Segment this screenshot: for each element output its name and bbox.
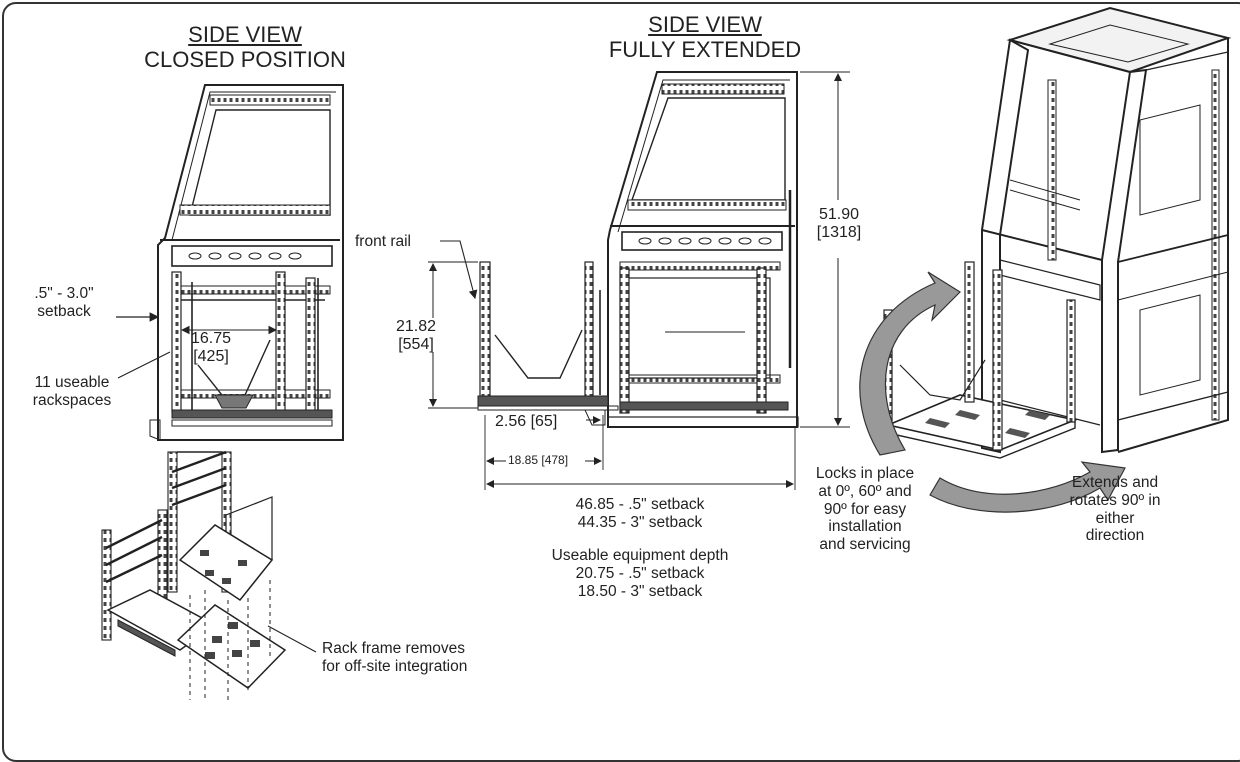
extends-line2: rotates 90º in bbox=[1069, 491, 1161, 509]
total-height-line1: 51.90 bbox=[818, 206, 860, 223]
technical-drawing bbox=[101, 6, 1232, 700]
closed-view-title: SIDE VIEW CLOSED POSITION bbox=[120, 22, 370, 73]
rackspaces-label: 11 useable rackspaces bbox=[22, 374, 122, 410]
setback-label-line2: setback bbox=[37, 302, 91, 320]
closed-view-title-line2: CLOSED POSITION bbox=[144, 47, 346, 73]
locks-line3: 90º for easy bbox=[823, 500, 907, 518]
extends-line4: direction bbox=[1085, 527, 1145, 545]
total-height-dimension: 51.90 [1318] bbox=[806, 206, 872, 243]
equip-depth-line1: Useable equipment depth bbox=[551, 547, 729, 564]
removes-line1: Rack frame removes bbox=[322, 640, 465, 657]
base-depth-dimension: 18.85 [478] bbox=[508, 453, 569, 467]
locks-line4: installation bbox=[828, 518, 902, 536]
locks-line2: at 0º, 60º and bbox=[818, 482, 912, 500]
rackspaces-line2: rackspaces bbox=[32, 391, 112, 409]
setback-label: .5" - 3.0" setback bbox=[14, 285, 114, 321]
rail-height-line1: 21.82 bbox=[395, 318, 437, 335]
extended-depth-line1: 46.85 - .5" setback bbox=[575, 496, 705, 513]
locks-note: Locks in place at 0º, 60º and 90º for ea… bbox=[790, 465, 940, 554]
setback-label-line1: .5" - 3.0" bbox=[34, 285, 94, 302]
extended-view-title: SIDE VIEW FULLY EXTENDED bbox=[570, 12, 840, 63]
removes-line2: for off-site integration bbox=[322, 657, 468, 675]
extended-depth-line2: 44.35 - 3" setback bbox=[577, 513, 703, 531]
rail-width-dimension: 16.75 [425] bbox=[176, 330, 246, 367]
equipment-depth-note: Useable equipment depth 20.75 - .5" setb… bbox=[520, 547, 760, 600]
rail-width-line2: [425] bbox=[193, 348, 229, 366]
extended-view-title-line1: SIDE VIEW bbox=[648, 12, 762, 37]
closed-view-title-line1: SIDE VIEW bbox=[188, 22, 302, 47]
bar-ellipses bbox=[188, 252, 302, 260]
locks-line1: Locks in place bbox=[815, 465, 915, 482]
extended-side-view bbox=[428, 71, 850, 490]
equip-depth-line3: 18.50 - 3" setback bbox=[577, 582, 703, 600]
equip-depth-line2: 20.75 - .5" setback bbox=[575, 564, 705, 582]
locks-line5: and servicing bbox=[819, 536, 911, 554]
removes-note: Rack frame removes for off-site integrat… bbox=[322, 640, 467, 676]
rail-width-line1: 16.75 bbox=[190, 330, 232, 347]
rackspaces-line1: 11 useable bbox=[34, 374, 110, 391]
rail-height-dimension: 21.82 [554] bbox=[386, 318, 446, 355]
extended-depth-dimension: 46.85 - .5" setback 44.35 - 3" setback bbox=[520, 496, 760, 532]
rotate-arrow-up bbox=[859, 271, 961, 456]
total-height-line2: [1318] bbox=[816, 224, 862, 242]
offset-dimension: 2.56 [65] bbox=[495, 413, 558, 430]
rotate-arrow-right bbox=[929, 461, 1126, 513]
closed-side-view bbox=[116, 84, 344, 441]
extends-note: Extends and rotates 90º in either direct… bbox=[1050, 474, 1180, 545]
extends-line1: Extends and bbox=[1071, 474, 1159, 491]
extends-line3: either bbox=[1095, 509, 1135, 527]
tray-cutouts bbox=[925, 410, 1050, 438]
cabinet-3d-view bbox=[859, 6, 1232, 513]
removable-rack-frame bbox=[101, 450, 317, 700]
rail-height-line2: [554] bbox=[398, 336, 434, 354]
extended-view-title-line2: FULLY EXTENDED bbox=[608, 37, 802, 63]
front-rail-label: front rail bbox=[355, 233, 411, 250]
